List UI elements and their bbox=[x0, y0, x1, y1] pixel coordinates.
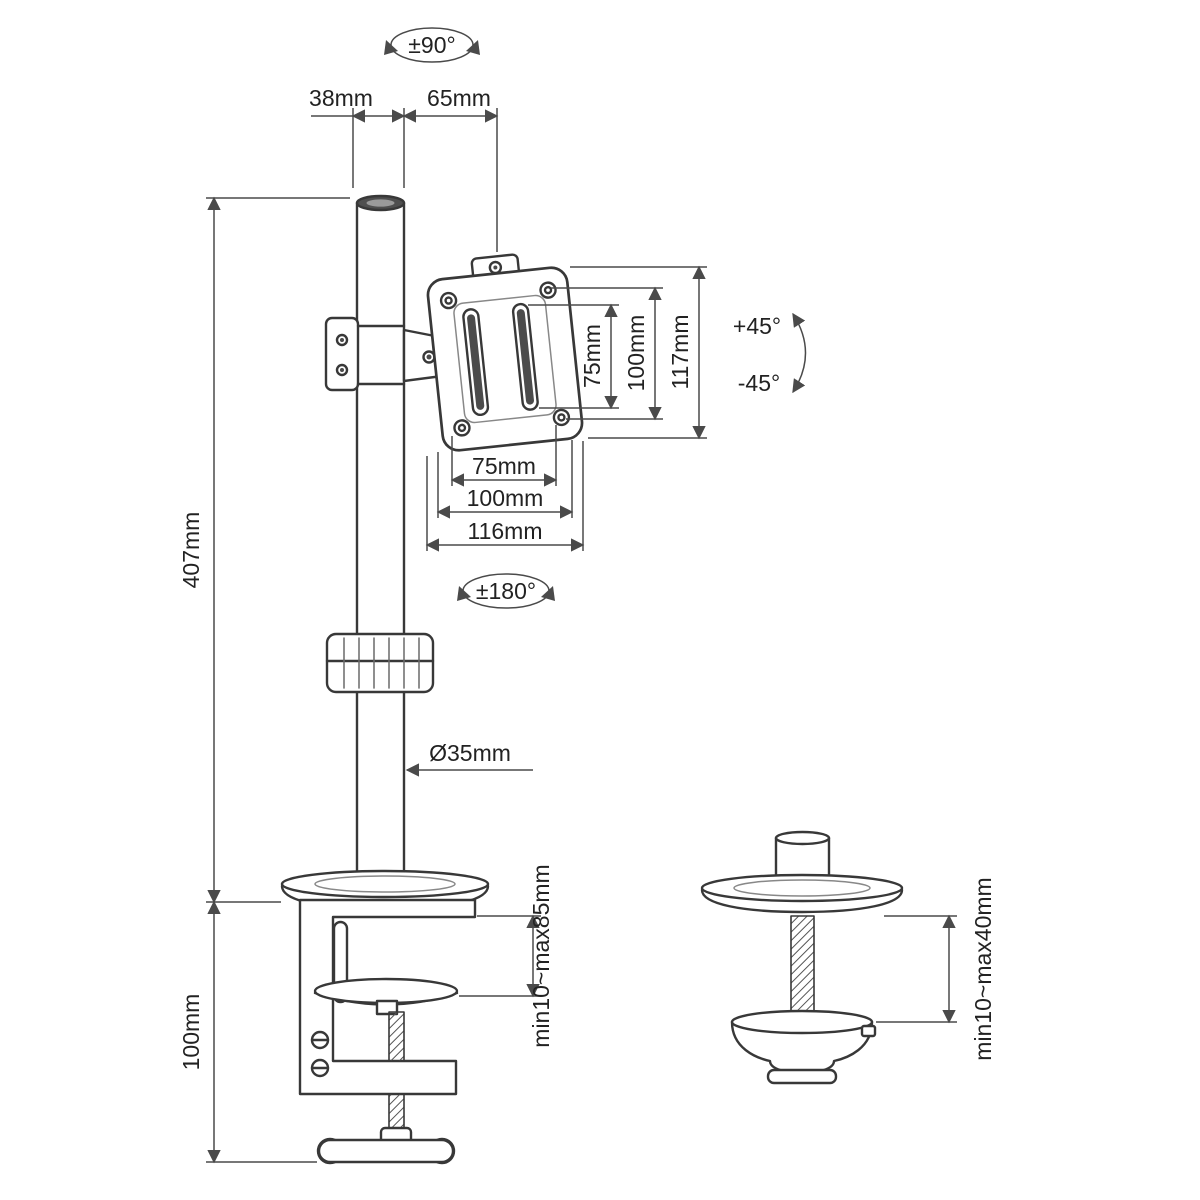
clamp-handle bbox=[317, 1138, 455, 1164]
vesa-hole bbox=[552, 408, 571, 427]
dim-plate-height: 117mm bbox=[667, 315, 693, 390]
dim-pole-height: 407mm bbox=[178, 512, 204, 589]
tilt-arc bbox=[792, 312, 807, 394]
tilt-down-label: -45° bbox=[738, 370, 780, 396]
tilt-up-label: +45° bbox=[733, 313, 781, 339]
dim-vesa-hole-width: 75mm bbox=[472, 453, 536, 479]
clamp-thread bbox=[388, 1011, 405, 1062]
swivel-label: ±90° bbox=[408, 32, 455, 58]
clamp-pad bbox=[313, 977, 459, 1005]
vesa-hole bbox=[539, 281, 557, 299]
dim-arm-length: 65mm bbox=[427, 85, 491, 111]
dim-plate-width: 116mm bbox=[468, 518, 543, 544]
grommet-mount-detail bbox=[700, 830, 904, 1085]
dim-grommet-range: min10~max40mm bbox=[970, 877, 996, 1060]
dim-vesa-hole-height: 100mm bbox=[623, 315, 649, 392]
vesa-plate bbox=[426, 253, 584, 452]
desk-clamp bbox=[298, 898, 477, 1165]
dimension-labels: 38mm 65mm ±90° 75mm 100mm 117mm +45° -45… bbox=[178, 32, 996, 1070]
vesa-hole bbox=[439, 291, 458, 310]
dim-vesa-hole-width-max: 100mm bbox=[467, 485, 544, 511]
rotation-label: ±180° bbox=[476, 578, 536, 604]
dim-clamp-height: 100mm bbox=[178, 994, 204, 1071]
vesa-hole bbox=[453, 419, 471, 437]
dim-pole-diameter: Ø35mm bbox=[429, 740, 511, 766]
dimension-lines bbox=[206, 27, 957, 1164]
mount-assembly bbox=[280, 194, 904, 1165]
grommet-thread bbox=[790, 915, 815, 1023]
dim-clamp-range: min10~max85mm bbox=[528, 864, 554, 1047]
dim-pole-top-width: 38mm bbox=[309, 85, 373, 111]
pole bbox=[355, 194, 406, 887]
dim-vesa-slot-height: 75mm bbox=[579, 324, 605, 388]
height-collar bbox=[325, 632, 435, 694]
